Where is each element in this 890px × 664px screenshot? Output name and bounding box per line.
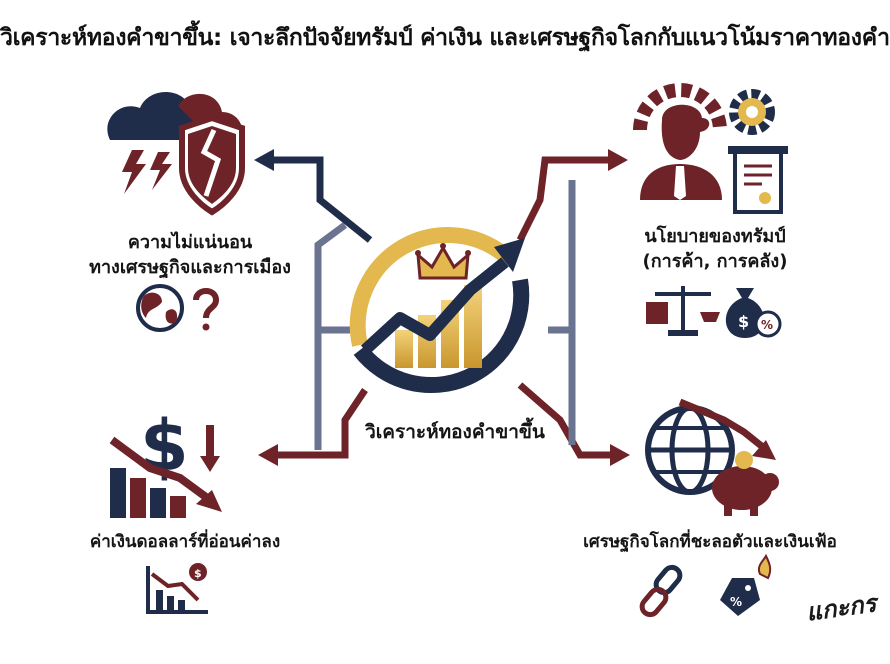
page-title: วิเคราะห์ทองคำขาขึ้น: เจาะลึกปัจจัยทรัมป… (0, 25, 890, 51)
svg-text:$: $ (194, 567, 202, 580)
svg-text:$: $ (738, 312, 749, 331)
factor-top-left-line1: ความไม่แน่นอน (127, 232, 253, 253)
connector-bottom-right-slate (548, 326, 576, 445)
factor-bottom-right-label: เศรษฐกิจโลกที่ชะลอตัวและเงินเฟ้อ (560, 530, 860, 555)
arrowhead-bottom-left (258, 444, 278, 466)
falling-chart-small-icon: $ (146, 563, 208, 614)
money-bag-icon: $ % (725, 288, 782, 338)
connector-top-left-navy (270, 156, 373, 243)
factor-top-right-label: นโยบายของทรัมป์ (การค้า, การคลัง) (610, 224, 820, 274)
svg-text:%: % (730, 595, 742, 609)
arrowhead-bottom-right (610, 444, 630, 466)
center-ring-gold (349, 227, 516, 347)
gear-icon (729, 89, 775, 135)
factor-bottom-right-line1: เศรษฐกิจโลกที่ชะลอตัวและเงินเฟ้อ (583, 532, 837, 552)
connector-bottom-left-slate (314, 326, 350, 450)
center-emblem (349, 227, 530, 393)
piggy-bank-icon (712, 451, 779, 516)
price-tag-icon: % (720, 553, 772, 616)
connector-lines (254, 149, 630, 466)
connector-bottom-left-maroon (275, 388, 368, 459)
factor-bottom-left-line1: ค่าเงินดอลลาร์ที่อ่อนค่าลง (89, 532, 281, 552)
gold-rising-chart-icon (360, 257, 509, 355)
arrowhead-top-left (254, 149, 274, 171)
rising-arrowhead (494, 238, 525, 272)
factor-top-left-line2: ทางเศรษฐกิจและการเมือง (89, 257, 291, 278)
document-icon (728, 146, 788, 214)
falling-chart-icon (109, 436, 222, 518)
scale-icon (646, 286, 720, 336)
connector-top-right-slate (548, 180, 576, 334)
broken-shield-icon (179, 114, 245, 216)
globe-question-icon (136, 284, 220, 332)
broken-chain-icon (639, 564, 683, 618)
factor-bottom-left-label: ค่าเงินดอลลาร์ที่อ่อนค่าลง (50, 530, 320, 555)
center-label: วิเคราะห์ทองคำขาขึ้น (365, 421, 545, 443)
connector-top-left-slate (314, 222, 350, 334)
center-ring-navy (353, 278, 530, 393)
connector-top-right-maroon (516, 156, 610, 242)
gold-bars (395, 285, 482, 368)
svg-text:%: % (761, 318, 773, 332)
globe-icon (645, 398, 776, 495)
factor-top-left-label: ความไม่แน่นอน ทางเศรษฐกิจและการเมือง (70, 230, 310, 280)
businessman-icon (633, 83, 727, 200)
factor-top-right-line1: นโยบายของทรัมป์ (644, 226, 786, 247)
arrowhead-top-right (608, 149, 628, 171)
crown-icon (415, 243, 471, 280)
factor-top-right-line2: (การค้า, การคลัง) (642, 251, 788, 272)
